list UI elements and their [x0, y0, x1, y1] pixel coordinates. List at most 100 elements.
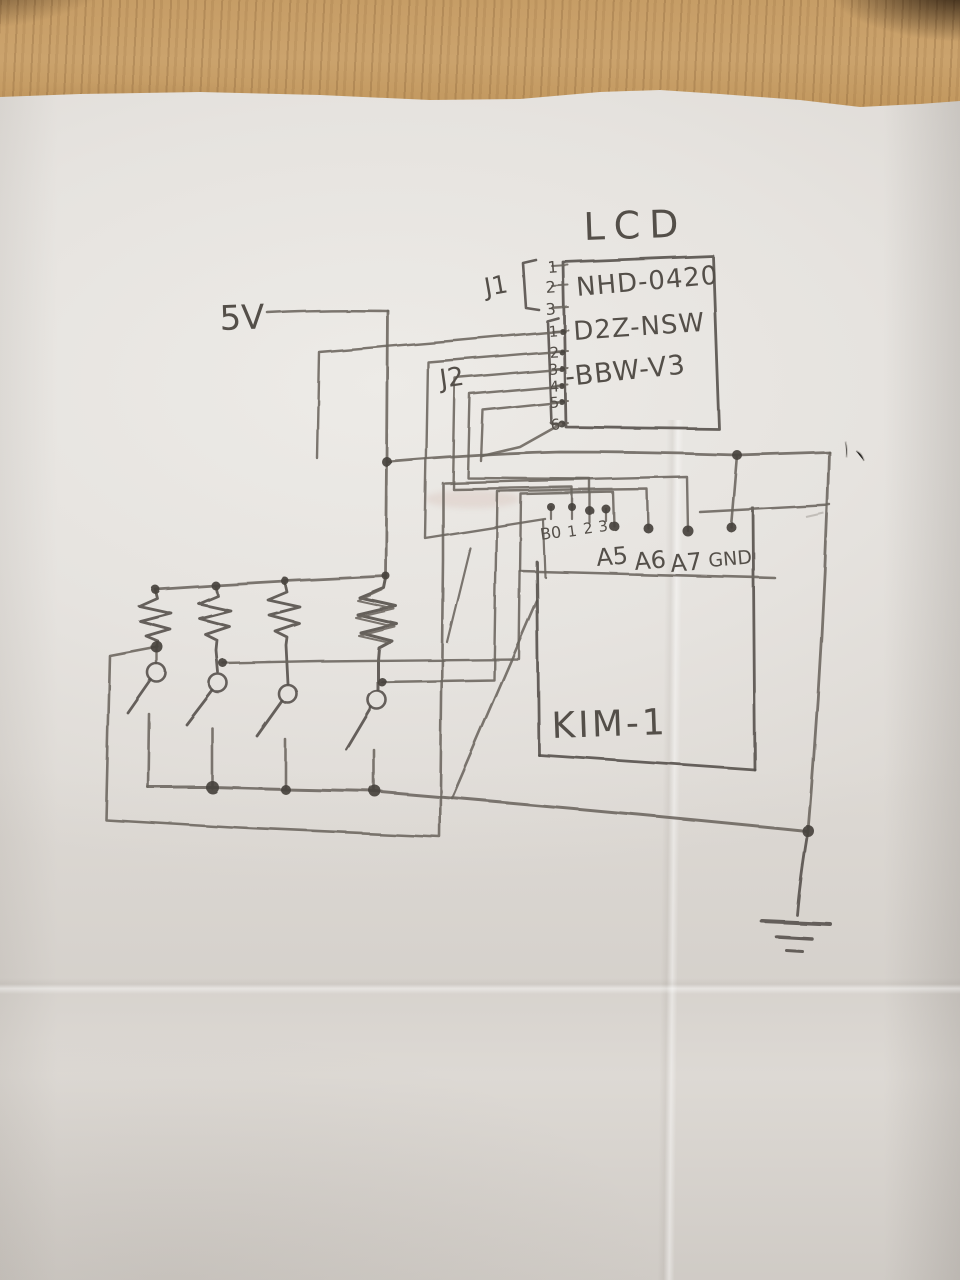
- kim-box-bottom: [537, 753, 757, 772]
- stray-tick: [805, 512, 825, 518]
- stray-mark: [844, 440, 848, 458]
- junction-dot: [205, 780, 219, 794]
- kim-pin-dot: [585, 506, 595, 516]
- switch-3-lever: [255, 699, 284, 738]
- supply-5v-label: 5V: [219, 297, 265, 339]
- switch-4-contact: [366, 689, 388, 711]
- j2-pin-number: 3: [548, 360, 559, 379]
- lcd-box: [561, 254, 721, 431]
- j2-label: J2: [436, 362, 466, 395]
- switch-2-lever: [184, 688, 214, 726]
- kim-box-right: [751, 506, 757, 772]
- wire-j2p2-to-b0: [423, 349, 561, 540]
- ground-bar-2: [775, 935, 814, 941]
- kim-pin-bracket: [541, 518, 547, 579]
- wire-bottom-bus: [146, 785, 809, 833]
- resistor-2: [196, 584, 232, 674]
- j2-pin-number: 5: [549, 393, 560, 412]
- resistor-4: [356, 576, 399, 692]
- junction-dot: [377, 677, 387, 687]
- wire-5v-horizontal: [266, 309, 390, 315]
- lcd-pin-dot: [559, 383, 565, 389]
- junction-dot: [281, 577, 289, 585]
- wire-j2p5: [479, 400, 561, 463]
- j2-pin-number: 6: [550, 415, 561, 434]
- j2-pin-number: 2: [549, 343, 560, 362]
- lcd-model-line3: -BBW-V3: [563, 349, 687, 393]
- kim-pin-label-a6: A6: [633, 545, 667, 576]
- kim-pin-label-b1: 1: [566, 522, 578, 541]
- wire-a6-tap: [380, 487, 650, 684]
- wire-diagonal-2: [445, 546, 472, 644]
- kim-pin-dot: [682, 525, 694, 537]
- junction-dot: [280, 784, 290, 794]
- lcd-pin-dot: [559, 349, 565, 355]
- kim-pin-dot: [601, 504, 611, 514]
- switch-1-pole: [146, 712, 151, 789]
- switch-4-lever: [344, 705, 373, 751]
- wire-outer-loop: [104, 481, 445, 839]
- kim-pin-dot: [568, 503, 576, 511]
- j1-pin-number: 1: [547, 257, 558, 277]
- switch-3-contact: [277, 683, 299, 705]
- ground-stem: [795, 829, 810, 917]
- kim-pin-dot: [726, 522, 736, 532]
- j2-pin-number: 4: [549, 377, 560, 396]
- j1-pin-number: 2: [545, 277, 556, 297]
- junction-dot: [210, 580, 220, 590]
- switch-2-contact: [207, 672, 229, 694]
- lcd-pin-dot: [559, 399, 565, 405]
- wire-right-vertical: [806, 450, 831, 833]
- j1-bracket: [521, 258, 541, 312]
- paper-crease-horizontal: [0, 978, 960, 994]
- junction-dot: [382, 572, 390, 580]
- wire-resistor-bus: [153, 574, 388, 591]
- lcd-title: LCD: [583, 201, 688, 249]
- resistor-4-overdraw: [355, 589, 396, 644]
- j1-label: J1: [480, 269, 510, 302]
- junction-dot: [732, 450, 742, 460]
- ground-bar-1: [760, 919, 832, 926]
- lcd-model-line2: D2Z-NSW: [572, 308, 706, 347]
- kim-pin-label-b2: 2: [582, 519, 594, 538]
- ground-bar-3: [785, 949, 805, 954]
- junction-dot: [802, 825, 814, 837]
- kim-pin-label-b3: 3: [597, 517, 609, 536]
- kim-pin-dot: [609, 521, 619, 531]
- junction-dot: [218, 658, 228, 668]
- kim-box-top-right: [698, 503, 832, 514]
- switch-1-lever: [126, 678, 153, 715]
- schematic-labels: LCD NHD-0420 D2Z-NSW -BBW-V3 J1 J2 5V KI…: [219, 201, 753, 747]
- kim-pin-label-a5: A5: [595, 541, 629, 572]
- wire-a7-tap: [443, 475, 690, 533]
- wire-j2p6-to-bus: [480, 422, 563, 458]
- junction-dot: [150, 584, 160, 594]
- junction-dot: [382, 457, 392, 467]
- lcd-model-line1: NHD-0420: [575, 261, 720, 303]
- wire-gnd-pin-riser: [729, 453, 739, 529]
- wire-a5-tap: [221, 490, 616, 665]
- kim-board-label: KIM-1: [551, 702, 669, 747]
- j1-pin-number: 3: [545, 299, 556, 319]
- kim-pin-dot: [643, 523, 653, 533]
- wire-5v-vertical: [384, 309, 390, 578]
- stray-mark: [855, 450, 865, 462]
- wire-top-bus: [385, 450, 831, 464]
- j2-bracket: [545, 316, 564, 428]
- wire-j2p1-left: [315, 329, 561, 460]
- kim-pin-label-b0: B0: [539, 522, 563, 544]
- resistor-3: [266, 581, 302, 686]
- kim-box-left: [535, 560, 541, 757]
- lcd-pin-dot: [559, 328, 565, 334]
- junction-dot: [151, 641, 163, 653]
- kim-pin-row-line: [518, 569, 777, 580]
- j2-pin-number: 1: [548, 322, 559, 341]
- lcd-pin-dot: [559, 366, 565, 372]
- junction-dot: [369, 785, 381, 797]
- switch-1-contact: [146, 662, 168, 684]
- kim-pin-label-gnd: GND: [708, 546, 753, 572]
- wire-diagonal-1: [450, 599, 539, 800]
